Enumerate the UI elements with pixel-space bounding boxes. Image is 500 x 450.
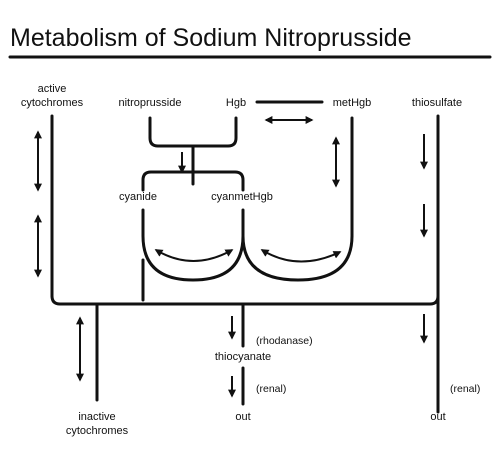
methgb-label: metHgb bbox=[333, 97, 372, 109]
nitroprusside-hgb-connector bbox=[148, 116, 238, 148]
active-cytochromes-label-1: active bbox=[38, 83, 67, 95]
hgb-label: Hgb bbox=[226, 97, 246, 109]
renal-center-label: (renal) bbox=[256, 383, 286, 395]
cyanide-cyanmethgb-arrow bbox=[154, 249, 234, 262]
cyanmethgb-methgb-arrow bbox=[260, 249, 342, 263]
cyanide-label: cyanide bbox=[119, 191, 157, 203]
cyanide-cyanmethgb-loop bbox=[141, 208, 245, 282]
rhodanase-label: (rhodanase) bbox=[256, 335, 313, 347]
thiosulfate-label: thiosulfate bbox=[412, 97, 462, 109]
cyanmethgb-label: cyanmetHgb bbox=[211, 191, 273, 203]
inactive-cytochromes-label-2: cytochromes bbox=[66, 425, 129, 437]
out-right-label: out bbox=[430, 411, 445, 423]
thiocyanate-label: thiocyanate bbox=[215, 351, 271, 363]
cyanide-split-branch bbox=[141, 170, 245, 192]
active-cytochromes-label-2: cytochromes bbox=[21, 97, 84, 109]
renal-right-label: (renal) bbox=[450, 383, 480, 395]
main-bus bbox=[50, 294, 440, 306]
cyanmethgb-methgb-loop bbox=[241, 234, 354, 282]
out-center-label: out bbox=[235, 411, 250, 423]
inactive-cytochromes-label-1: inactive bbox=[78, 411, 115, 423]
nitroprusside-label: nitroprusside bbox=[119, 97, 182, 109]
diagram-title: Metabolism of Sodium Nitroprusside bbox=[10, 24, 412, 52]
